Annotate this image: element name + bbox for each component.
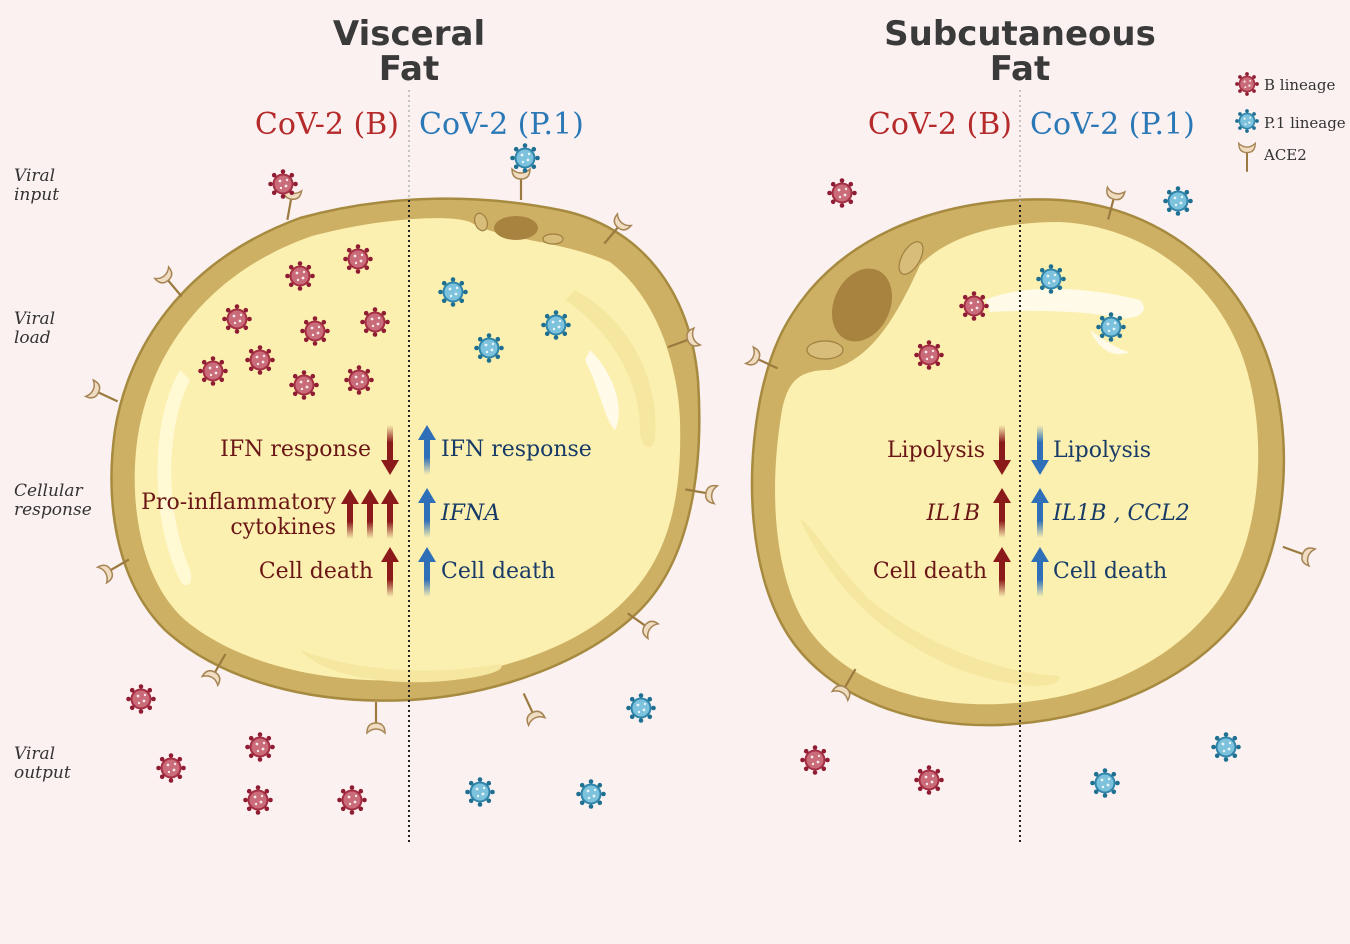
- subcutaneous-title-line2: Fat: [990, 49, 1050, 89]
- p1-lineage-virus-icon: [1163, 186, 1193, 216]
- visceral-title-line1: Visceral: [333, 14, 485, 54]
- row-label-viral-input: Viral input: [14, 166, 59, 205]
- legend-b-lineage-icon: [1235, 72, 1259, 96]
- subcutaneous-b-cell-death-label: Cell death: [873, 559, 987, 584]
- legend-ace2-label: ACE2: [1263, 146, 1307, 164]
- p1-lineage-virus-icon: [465, 777, 495, 807]
- p1-lineage-virus-icon: [510, 143, 540, 173]
- b-lineage-virus-icon: [243, 785, 273, 815]
- row-label-viral-output-line1: Viral: [14, 744, 55, 764]
- visceral-p1-ifn-response-label: IFN response: [441, 437, 592, 462]
- row-label-viral-output: Viral output: [14, 744, 71, 783]
- b-lineage-virus-icon: [800, 745, 830, 775]
- visceral-b-cell-death-label: Cell death: [259, 559, 373, 584]
- p1-lineage-virus-icon: [474, 333, 504, 363]
- row-label-viral-input-line1: Viral: [14, 166, 55, 186]
- subcutaneous-b-il1b-label: IL1B: [926, 501, 980, 526]
- row-label-viral-load-line2: load: [14, 328, 51, 348]
- row-label-viral-input-line2: input: [14, 185, 59, 205]
- visceral-mitochondrion-1: [473, 212, 489, 232]
- b-lineage-virus-icon: [914, 340, 944, 370]
- b-lineage-virus-icon: [245, 732, 275, 762]
- b-lineage-virus-icon: [914, 765, 944, 795]
- b-lineage-virus-icon: [344, 365, 374, 395]
- visceral-p1-ifna-label: IFNA: [440, 501, 500, 526]
- subcutaneous-p1-il1b-ccl2-label: IL1B , CCL2: [1052, 501, 1190, 526]
- b-lineage-virus-icon: [289, 370, 319, 400]
- visceral-strain-b-label: CoV-2 (B): [255, 107, 399, 142]
- b-lineage-virus-icon: [343, 244, 373, 274]
- b-lineage-virus-icon: [959, 291, 989, 321]
- b-lineage-virus-icon: [337, 785, 367, 815]
- subcutaneous-b-lipolysis-label: Lipolysis: [887, 438, 985, 463]
- legend-b-lineage-label: B lineage: [1264, 76, 1335, 94]
- b-lineage-virus-icon: [300, 316, 330, 346]
- b-lineage-virus-icon: [126, 684, 156, 714]
- visceral-cytoplasm: [134, 218, 681, 681]
- p1-lineage-virus-icon: [626, 693, 656, 723]
- b-lineage-virus-icon: [156, 753, 186, 783]
- p1-lineage-virus-icon: [1090, 768, 1120, 798]
- subcutaneous-cytoplasm: [775, 222, 1259, 705]
- legend-p1-lineage-icon: [1235, 109, 1259, 133]
- row-label-viral-load: Viral load: [14, 309, 55, 348]
- subcutaneous-highlight-bottom: [800, 520, 1060, 686]
- p1-lineage-virus-icon: [576, 779, 606, 809]
- visceral-p1-cell-death-label: Cell death: [441, 559, 555, 584]
- row-label-cellular-response-line1: Cellular: [14, 481, 83, 501]
- b-lineage-virus-icon: [285, 261, 315, 291]
- legend: B lineage P.1 lineage ACE2: [1235, 72, 1346, 173]
- visceral-title-line2: Fat: [379, 49, 439, 89]
- ace2-receptor-icon: [1278, 537, 1317, 568]
- ace2-receptor-icon: [510, 167, 532, 202]
- subcutaneous-highlight-top2: [1090, 330, 1130, 355]
- ace2-receptor-icon: [84, 378, 123, 411]
- visceral-mitochondrion-2: [542, 233, 564, 245]
- visceral-adipocyte: [110, 197, 701, 702]
- b-lineage-virus-icon: [245, 345, 275, 375]
- b-lineage-virus-icon: [198, 356, 228, 386]
- visceral-highlight-right-inner: [585, 350, 619, 430]
- visceral-highlight-right: [565, 290, 656, 448]
- row-label-viral-output-line2: output: [14, 763, 71, 783]
- legend-p1-lineage-label: P.1 lineage: [1264, 114, 1346, 132]
- b-lineage-virus-icon: [268, 169, 298, 199]
- subcutaneous-highlight-top: [985, 288, 1144, 319]
- visceral-b-proinflammatory-label-line1: Pro-inflammatory: [141, 490, 336, 515]
- subcutaneous-p1-lipolysis-label: Lipolysis: [1053, 438, 1151, 463]
- subcutaneous-mitochondrion-2: [806, 340, 844, 360]
- visceral-b-proinflammatory-label-line2: cytokines: [230, 515, 336, 540]
- subcutaneous-mitochondrion-1: [898, 241, 924, 275]
- ace2-receptor-icon: [514, 688, 547, 727]
- visceral-nucleus: [494, 216, 538, 240]
- legend-ace2-icon: [1237, 142, 1257, 173]
- subcutaneous-nucleus: [831, 268, 893, 342]
- subcutaneous-title-line1: Subcutaneous: [884, 14, 1156, 54]
- subcutaneous-adipocyte: [750, 198, 1286, 727]
- subcutaneous-p1-cell-death-label: Cell death: [1053, 559, 1167, 584]
- visceral-highlight-bottom: [300, 650, 502, 683]
- ace2-receptor-icon: [365, 700, 387, 735]
- visceral-highlight-left: [157, 370, 192, 586]
- p1-lineage-virus-icon: [1036, 264, 1066, 294]
- visceral-b-ifn-response-label: IFN response: [220, 437, 371, 462]
- row-label-cellular-response: Cellular response: [14, 481, 92, 520]
- subcutaneous-strain-p1-label: CoV-2 (P.1): [1030, 107, 1195, 142]
- visceral-strain-p1-label: CoV-2 (P.1): [419, 107, 584, 142]
- b-lineage-virus-icon: [360, 307, 390, 337]
- p1-lineage-virus-icon: [1211, 732, 1241, 762]
- b-lineage-virus-icon: [827, 178, 857, 208]
- p1-lineage-virus-icon: [1096, 312, 1126, 342]
- p1-lineage-virus-icon: [438, 277, 468, 307]
- p1-lineage-virus-icon: [541, 310, 571, 340]
- subcutaneous-strain-b-label: CoV-2 (B): [868, 107, 1012, 142]
- row-label-cellular-response-line2: response: [14, 500, 92, 520]
- b-lineage-virus-icon: [222, 304, 252, 334]
- row-label-viral-load-line1: Viral: [14, 309, 55, 329]
